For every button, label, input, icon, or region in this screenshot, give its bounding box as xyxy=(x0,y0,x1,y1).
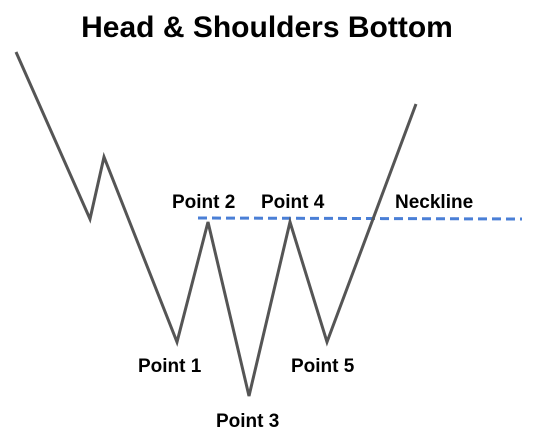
point-4-label: Point 4 xyxy=(261,192,325,213)
diagram-title: Head & Shoulders Bottom xyxy=(81,11,453,44)
neckline-label: Neckline xyxy=(395,192,473,213)
point-3-label: Point 3 xyxy=(216,411,279,432)
point-1-label: Point 1 xyxy=(138,356,202,377)
neckline-dashed-line xyxy=(197,216,523,221)
point-5-label: Point 5 xyxy=(291,356,355,377)
price-path-line xyxy=(14,51,418,397)
point-2-label: Point 2 xyxy=(172,192,235,213)
